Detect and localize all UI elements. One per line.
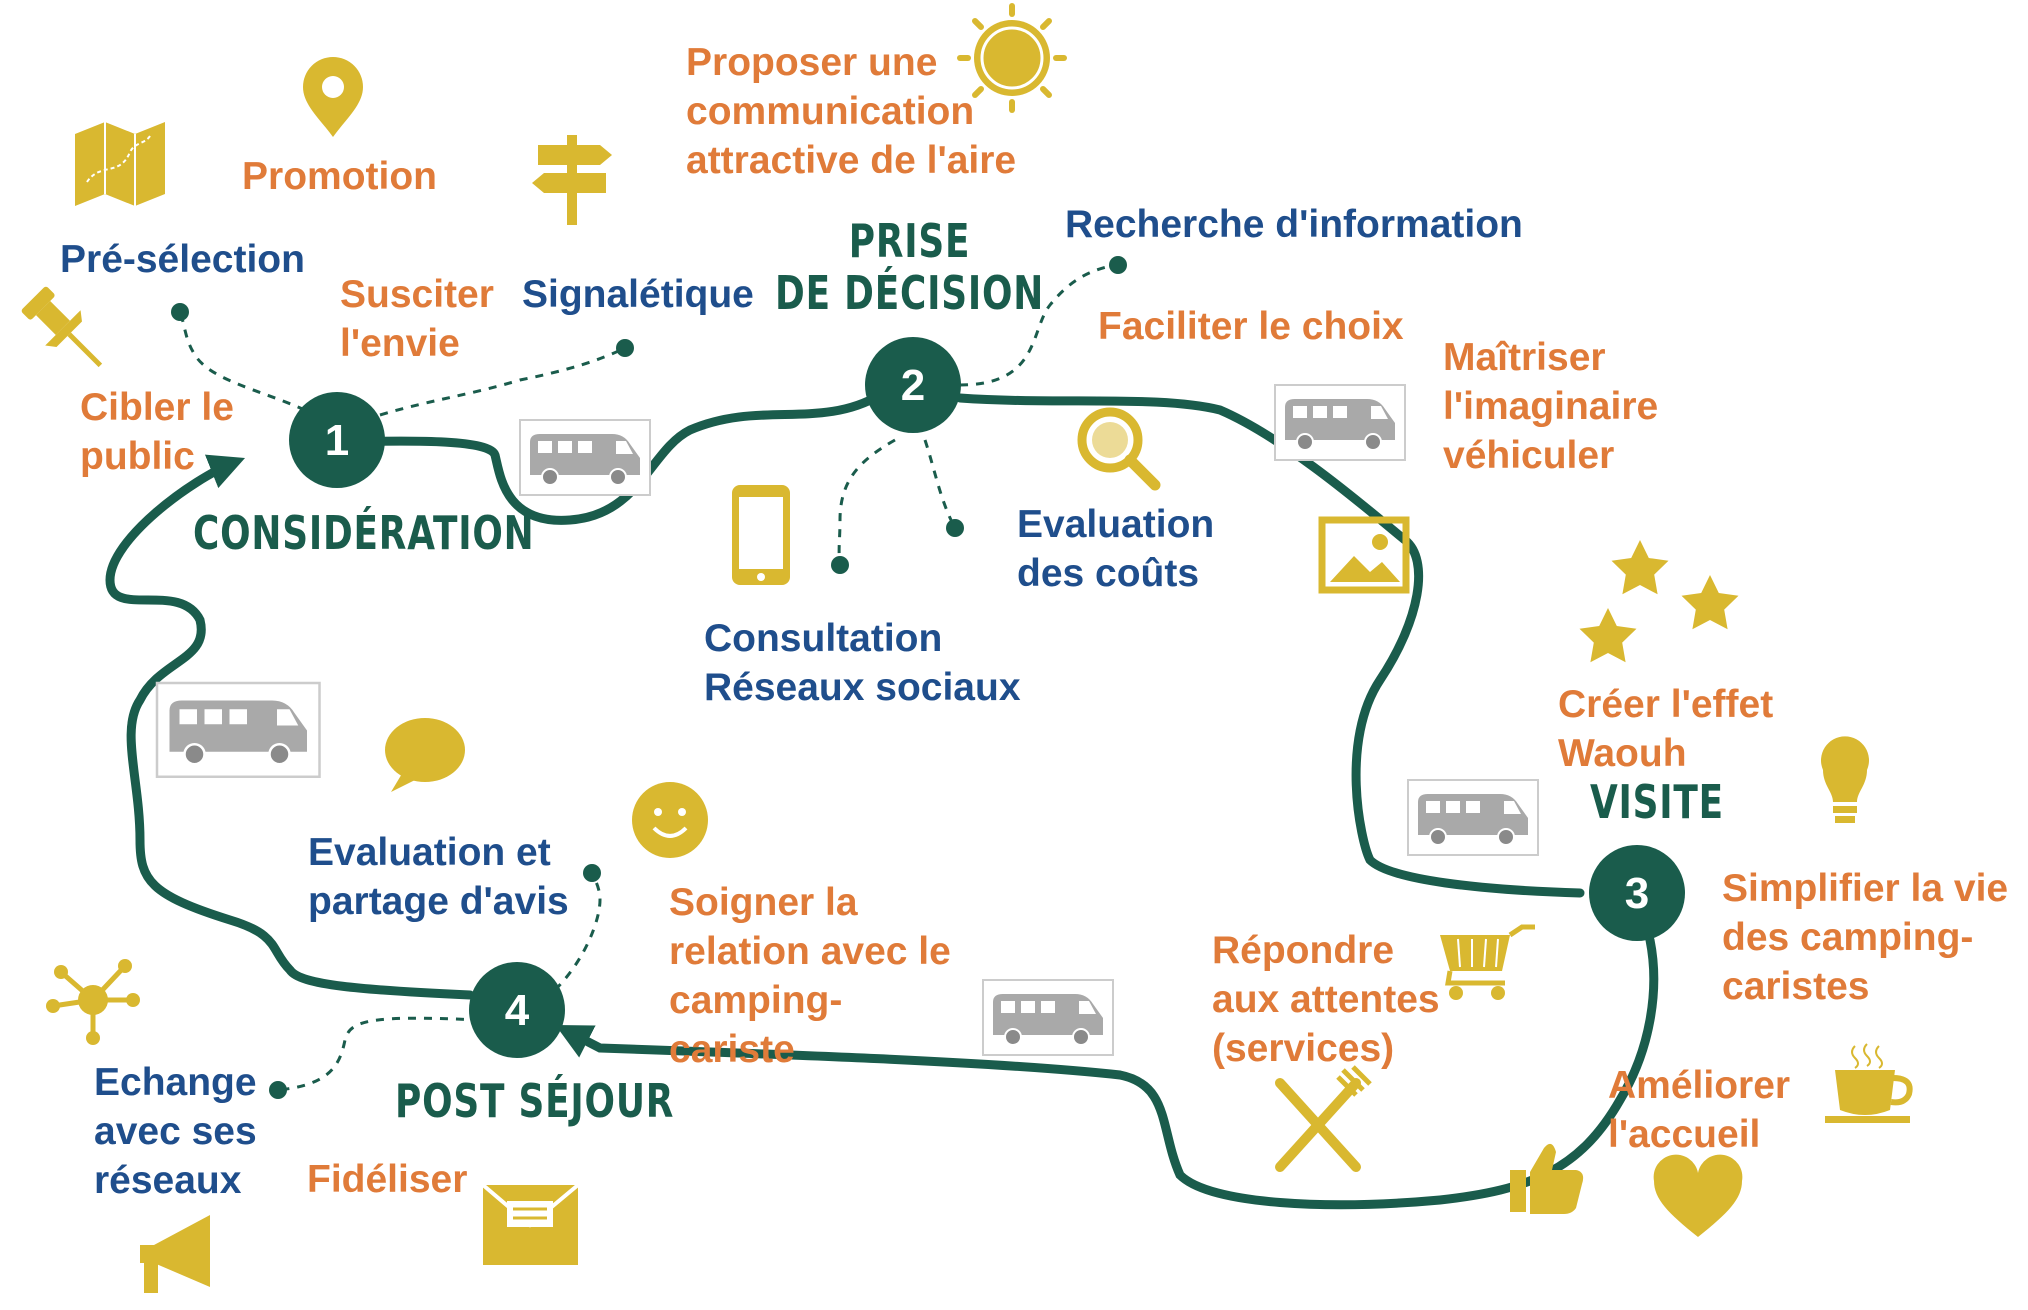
label-preselection: Pré-sélection xyxy=(60,238,305,281)
label-susciter: Susciter l'envie xyxy=(340,273,494,365)
star-icon xyxy=(1681,575,1739,630)
step-node-2: 2 xyxy=(865,337,961,433)
star-icon xyxy=(1579,608,1637,663)
stage-name-post-sejour: POST SÉJOUR xyxy=(395,1074,675,1128)
megaphone-icon xyxy=(140,1215,210,1293)
cutlery-icon xyxy=(1275,1065,1372,1172)
smiley-icon xyxy=(632,782,708,858)
svg-text:3: 3 xyxy=(1625,869,1649,918)
label-simplifier: Simplifier la vie des camping- caristes xyxy=(1722,867,2009,1008)
label-fideliser: Fidéliser xyxy=(307,1158,468,1201)
map-icon xyxy=(75,122,165,206)
step-node-4: 4 xyxy=(469,962,565,1058)
smartphone-icon xyxy=(732,485,790,585)
magnifier-icon xyxy=(1077,407,1161,491)
speech-bubble-icon xyxy=(385,718,465,792)
step-node-3: 3 xyxy=(1589,845,1685,941)
label-evaluation-couts: Evaluation des coûts xyxy=(1017,503,1215,595)
camper-van-icon xyxy=(155,681,321,778)
label-soigner: Soigner la relation avec le camping- car… xyxy=(669,881,951,1071)
label-cibler: Cibler le public xyxy=(80,386,234,478)
svg-text:1: 1 xyxy=(325,416,349,465)
label-consultation: Consultation Réseaux sociaux xyxy=(704,617,1021,709)
camper-van-icon xyxy=(982,979,1114,1056)
star-icon xyxy=(1611,540,1669,595)
thumbs-up-icon xyxy=(1510,1143,1584,1214)
sun-icon xyxy=(957,3,1067,113)
label-evaluation-avis: Evaluation et partage d'avis xyxy=(308,831,569,923)
label-creer: Créer l'effet Waouh xyxy=(1558,683,1774,775)
label-maitriser: Maîtriser l'imaginaire véhiculer xyxy=(1443,336,1659,477)
label-ameliorer: Améliorer l'accueil xyxy=(1608,1064,1791,1156)
camper-van-icon xyxy=(1407,779,1539,856)
shopping-cart-icon xyxy=(1440,924,1535,1000)
stage-name-decision: PRISE DE DÉCISION xyxy=(775,214,1045,320)
label-echange: Echange avec ses réseaux xyxy=(94,1061,257,1202)
connector-dots xyxy=(171,256,1127,1099)
camper-van-icon xyxy=(1274,384,1406,461)
svg-text:2: 2 xyxy=(901,361,925,410)
map-pin-icon xyxy=(303,57,363,137)
label-signaletique: Signalétique xyxy=(522,273,754,316)
label-proposer: Proposer une communication attractive de… xyxy=(686,41,1017,182)
label-repondre: Répondre aux attentes (services) xyxy=(1212,929,1440,1070)
camper-van-icon xyxy=(519,419,651,496)
journey-path xyxy=(335,390,1659,1210)
dotted-connectors xyxy=(178,263,1116,1092)
stage-name-visite: VISITE xyxy=(1590,775,1724,829)
stage-name-consideration: CONSIDÉRATION xyxy=(193,506,535,560)
label-promotion: Promotion xyxy=(242,155,437,198)
coffee-cup-icon xyxy=(1825,1043,1913,1123)
signpost-icon xyxy=(532,135,612,225)
network-icon xyxy=(46,959,140,1045)
image-icon xyxy=(1318,516,1410,594)
svg-text:4: 4 xyxy=(505,986,530,1035)
heart-icon xyxy=(1653,1154,1743,1237)
step-node-1: 1 xyxy=(289,392,385,488)
label-faciliter: Faciliter le choix xyxy=(1098,305,1404,348)
journey-path-return xyxy=(105,454,475,1000)
envelope-icon xyxy=(481,1183,580,1265)
label-recherche: Recherche d'information xyxy=(1065,203,1523,246)
lightbulb-icon xyxy=(1821,736,1869,823)
pushpin-icon xyxy=(21,286,103,368)
